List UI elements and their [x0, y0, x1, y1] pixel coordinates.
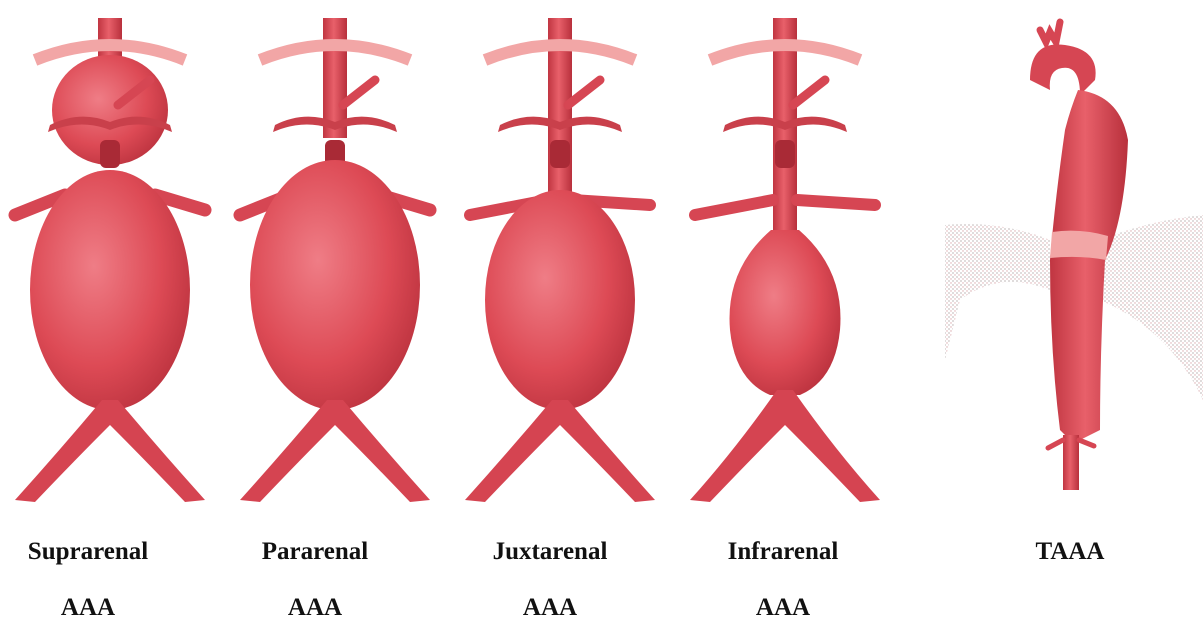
diaphragm-right [1100, 215, 1203, 400]
distal-aorta [1063, 435, 1079, 490]
iliac-bifurcation [240, 400, 430, 502]
iliac-bifurcation [690, 390, 880, 502]
panel-pararenal-aaa [240, 18, 430, 502]
iliac-bifurcation [465, 400, 655, 502]
label-pararenal-line1: Pararenal [240, 538, 390, 566]
label-suprarenal-line1: Suprarenal [8, 538, 168, 566]
celiac-trunk [343, 80, 375, 105]
mesenteric-artery [550, 140, 570, 168]
aneurysm-sac [250, 160, 420, 410]
mesenteric-artery [775, 140, 795, 168]
diaphragm-crossing-band [1050, 231, 1108, 260]
panel-infrarenal-aaa [690, 18, 880, 502]
aneurysm-sac [485, 190, 635, 410]
aortic-arch [1030, 44, 1096, 95]
mesenteric-artery [100, 140, 120, 168]
celiac-trunk [793, 80, 825, 105]
arch-branches [1040, 22, 1060, 42]
diaphragm-left [945, 224, 1050, 360]
panel-taaa [945, 22, 1203, 490]
right-renal-artery [797, 200, 875, 205]
celiac-trunk [568, 80, 600, 105]
label-infrarenal-line1: Infrarenal [703, 538, 863, 566]
label-juxtarenal-line1: Juxtarenal [470, 538, 630, 566]
iliac-bifurcation [15, 400, 205, 502]
label-taaa: TAAA [1000, 538, 1140, 566]
aneurysm-sac [730, 230, 841, 395]
panel-suprarenal-aaa [15, 18, 205, 502]
left-renal-artery [695, 200, 773, 215]
aneurysm-sac [30, 170, 190, 410]
panel-juxtarenal-aaa [465, 18, 655, 502]
